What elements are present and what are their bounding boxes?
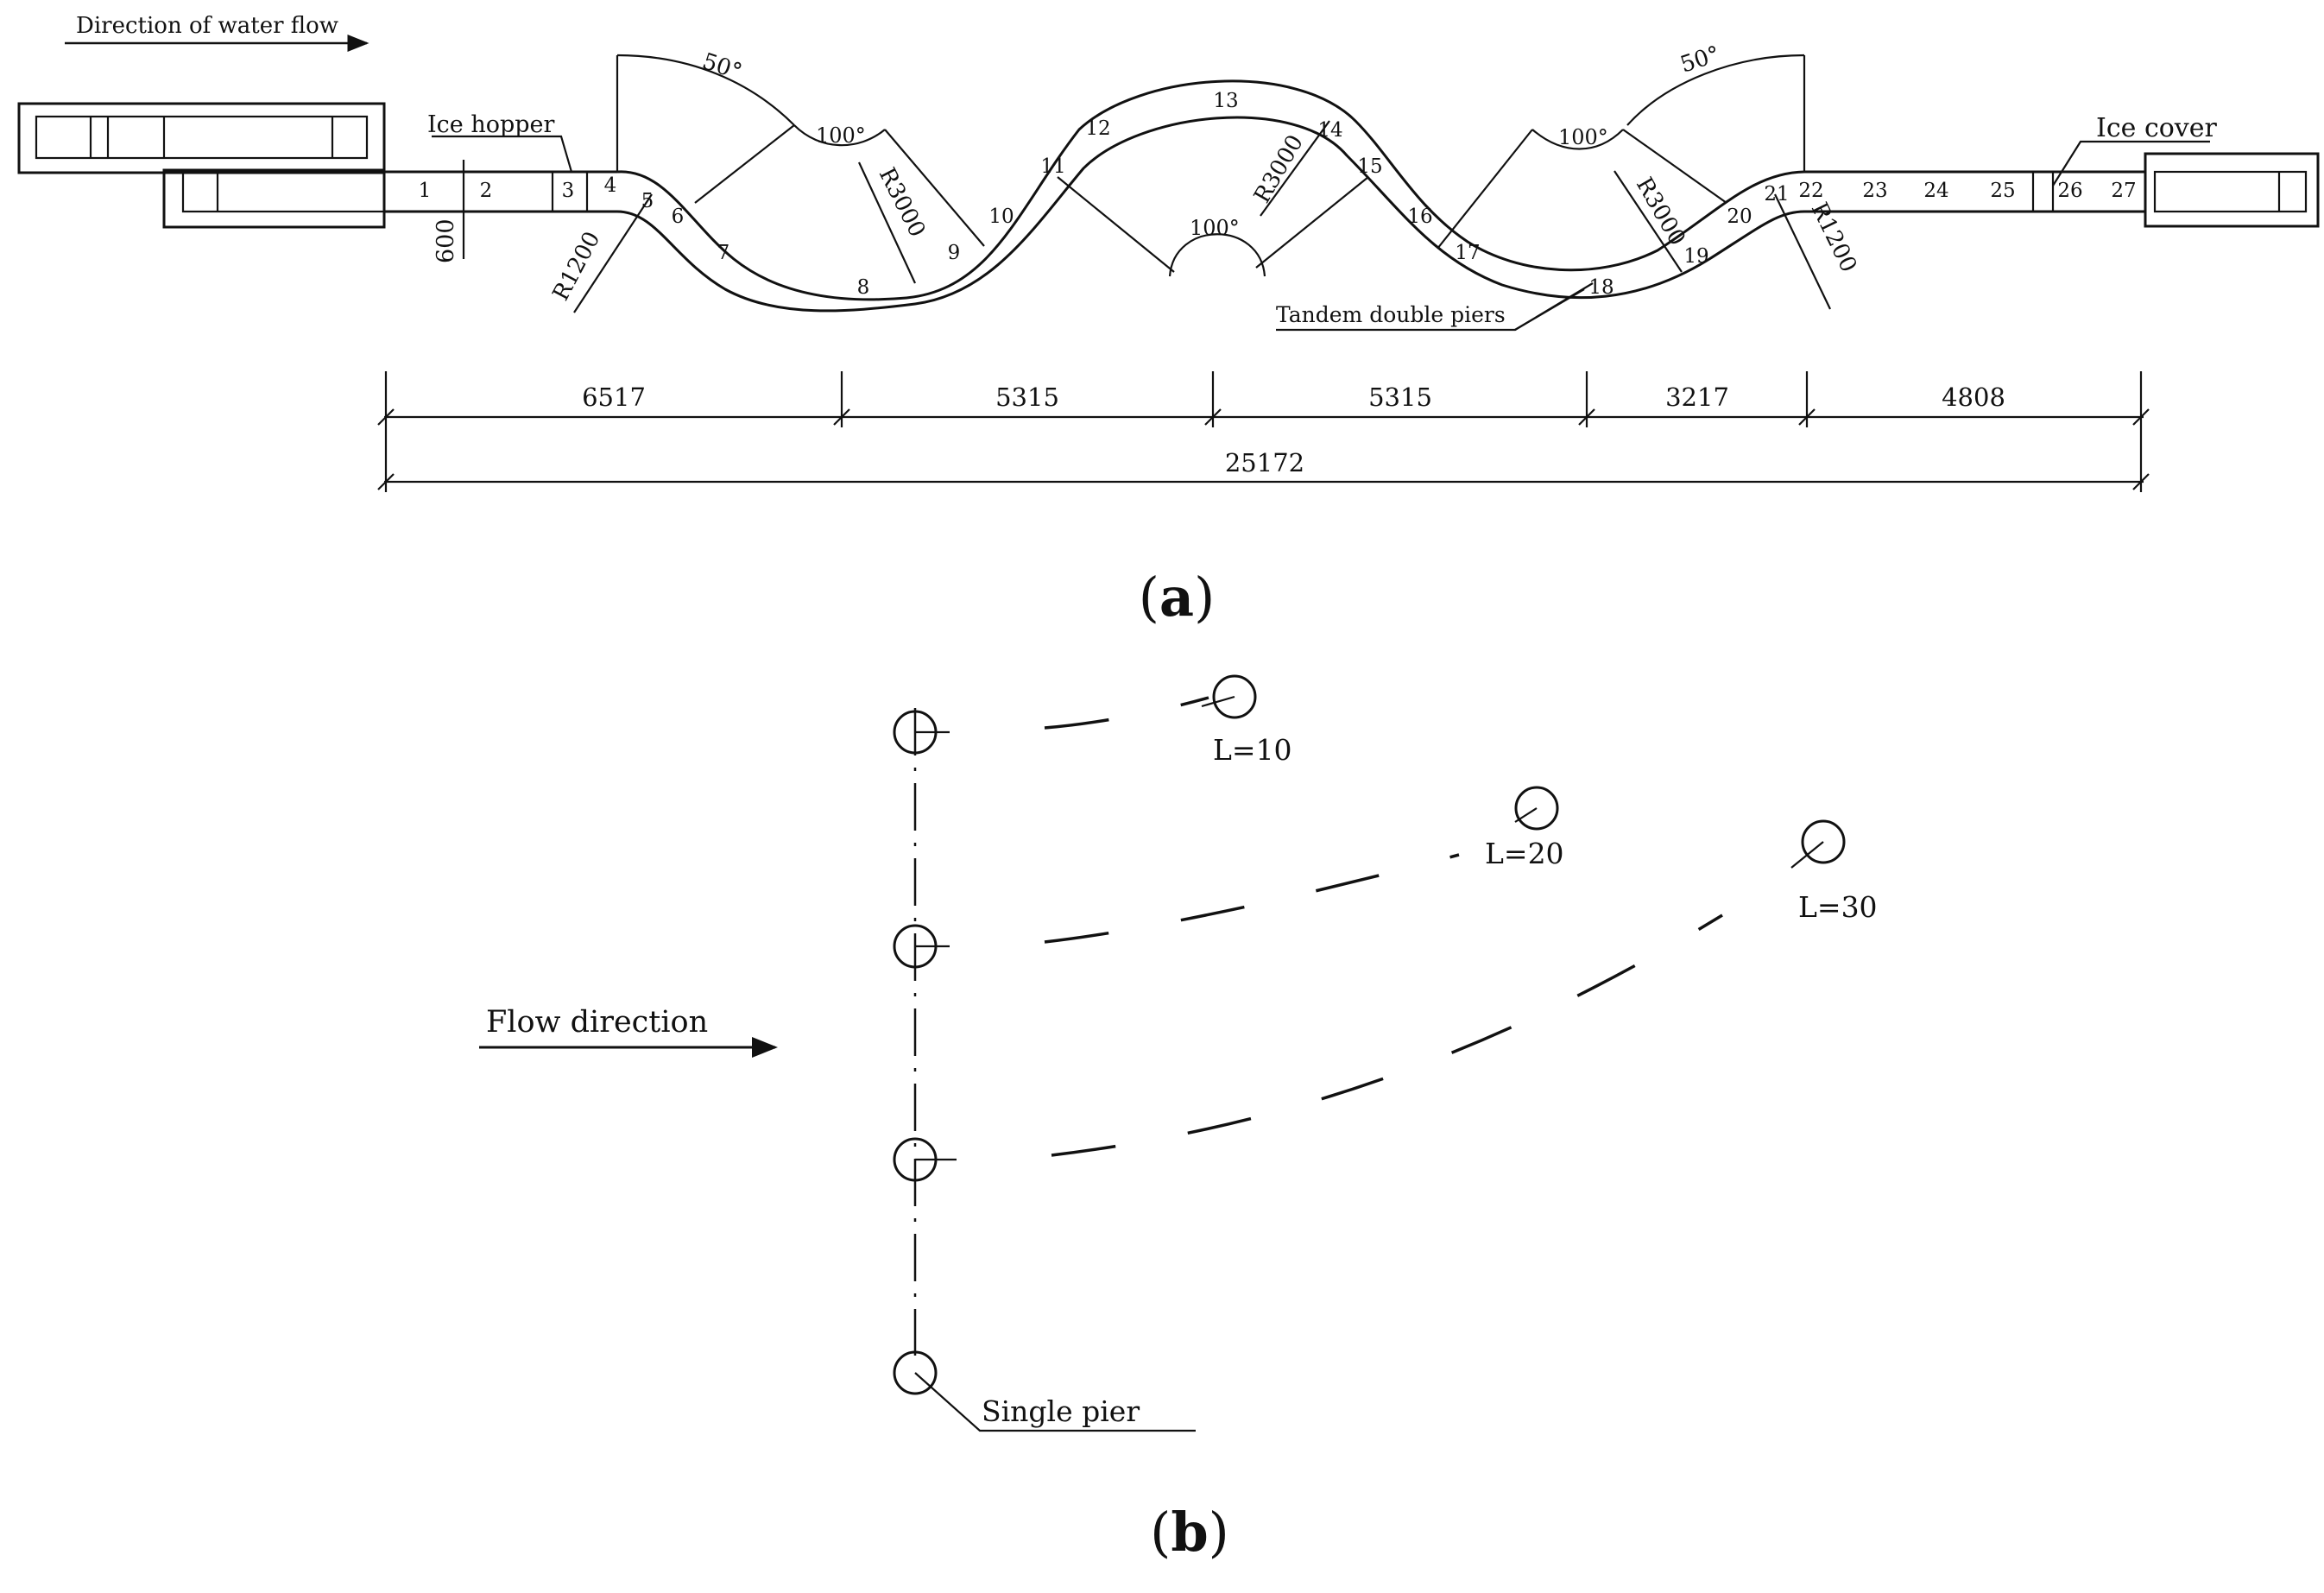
panel-b: Single pier Flow direction L=10 L=20 L=3… bbox=[479, 674, 1878, 1564]
svg-text:50°: 50° bbox=[1677, 41, 1723, 79]
svg-text:100°: 100° bbox=[816, 123, 866, 148]
dimension-3: 5315 bbox=[1368, 382, 1432, 412]
ice-hopper-label: Ice hopper bbox=[427, 111, 555, 138]
tandem-pier-l20: L=20 bbox=[1044, 786, 1564, 944]
dimension-2: 5315 bbox=[995, 382, 1059, 412]
dimension-4: 3217 bbox=[1665, 382, 1729, 412]
pier-4 bbox=[893, 1350, 938, 1395]
inlet-tank bbox=[17, 102, 386, 229]
angle-100-left: 100° bbox=[694, 123, 985, 247]
section-label-6: 6 bbox=[672, 205, 685, 228]
ice-hopper-leader bbox=[432, 135, 573, 173]
ice-cover-leader bbox=[2052, 140, 2210, 186]
section-label-12: 12 bbox=[1085, 117, 1110, 140]
section-label-8: 8 bbox=[857, 276, 870, 299]
width-label: 600 bbox=[433, 218, 459, 263]
section-label-24: 24 bbox=[1923, 180, 1948, 202]
meander-channel bbox=[616, 79, 1805, 313]
svg-text:100°: 100° bbox=[1558, 125, 1608, 149]
section-label-16: 16 bbox=[1407, 205, 1432, 228]
radius-small-left: R1200 bbox=[548, 227, 606, 305]
section-label-2: 2 bbox=[480, 180, 493, 202]
section-label-26: 26 bbox=[2057, 180, 2082, 202]
section-label-20: 20 bbox=[1727, 205, 1752, 228]
section-label-13: 13 bbox=[1213, 90, 1238, 112]
outlet-tank bbox=[2144, 152, 2320, 228]
section-label-17: 17 bbox=[1455, 242, 1480, 264]
angle-50-right: 50° bbox=[1626, 41, 1806, 172]
section-label-4: 4 bbox=[604, 174, 617, 197]
svg-text:100°: 100° bbox=[1190, 216, 1240, 240]
spacing-label-l10: L=10 bbox=[1213, 733, 1292, 767]
radius-large-2: R3000 bbox=[1249, 130, 1309, 207]
water-flow-label: Direction of water flow bbox=[76, 13, 338, 39]
section-label-9: 9 bbox=[948, 242, 961, 264]
spacing-label-l30: L=30 bbox=[1798, 890, 1878, 924]
section-label-5: 5 bbox=[641, 190, 654, 212]
section-label-15: 15 bbox=[1357, 155, 1382, 178]
single-pier-label: Single pier bbox=[982, 1394, 1140, 1428]
section-label-21: 21 bbox=[1764, 183, 1789, 205]
section-label-22: 22 bbox=[1798, 180, 1823, 202]
flow-direction-label: Flow direction bbox=[486, 1005, 708, 1040]
dimension-1: 6517 bbox=[582, 382, 646, 412]
section-label-25: 25 bbox=[1990, 180, 2015, 202]
ice-cover-label: Ice cover bbox=[2096, 113, 2218, 143]
spacing-label-l20: L=20 bbox=[1485, 837, 1564, 870]
angle-100-right: 100° bbox=[1437, 125, 1727, 250]
pier-column bbox=[893, 710, 957, 1395]
tandem-label: Tandem double piers bbox=[1276, 302, 1506, 327]
angle-100-mid: 100° bbox=[1057, 176, 1369, 277]
width-dimension: 600 bbox=[433, 160, 471, 263]
inlet-channel bbox=[384, 170, 617, 213]
angle-50-left: 50° bbox=[616, 48, 795, 172]
section-label-1: 1 bbox=[419, 180, 432, 202]
section-label-23: 23 bbox=[1862, 180, 1887, 202]
section-label-18: 18 bbox=[1588, 276, 1614, 299]
section-label-7: 7 bbox=[717, 242, 730, 264]
total-length: 25172 bbox=[1225, 448, 1304, 477]
single-pier-leader bbox=[914, 1372, 1196, 1432]
section-label-14: 14 bbox=[1317, 119, 1342, 142]
dimension-lines bbox=[377, 371, 2150, 492]
section-label-10: 10 bbox=[988, 205, 1014, 228]
panel-a: Direction of water flow Ice hopper bbox=[17, 13, 2320, 629]
section-label-11: 11 bbox=[1040, 155, 1065, 178]
outlet-channel bbox=[1804, 170, 2145, 213]
svg-text:50°: 50° bbox=[699, 48, 745, 85]
radius-large-1: R3000 bbox=[874, 164, 931, 242]
caption-a: (a) bbox=[1139, 566, 1216, 629]
section-label-3: 3 bbox=[562, 180, 575, 202]
caption-b: (b) bbox=[1150, 1501, 1229, 1564]
dimension-5: 4808 bbox=[1942, 382, 2005, 412]
tandem-pier-l30: L=30 bbox=[1051, 819, 1878, 1157]
radius-small-right: R1200 bbox=[1806, 199, 1862, 276]
section-label-19: 19 bbox=[1683, 245, 1708, 268]
tandem-pier-l10: L=10 bbox=[1044, 674, 1292, 767]
section-label-27: 27 bbox=[2111, 180, 2136, 202]
